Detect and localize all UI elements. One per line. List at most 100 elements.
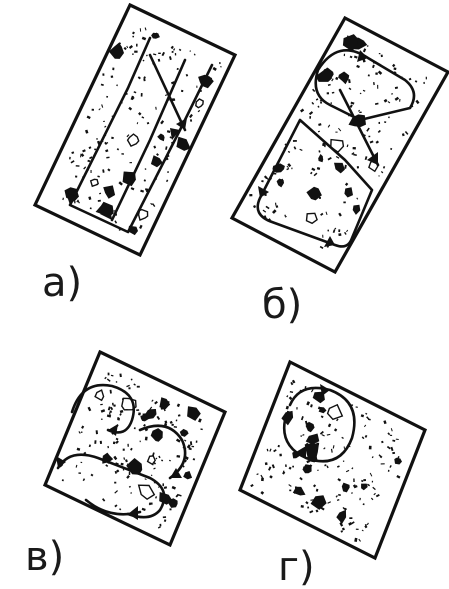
panel-a-speck bbox=[160, 120, 165, 125]
panel-b-speck bbox=[308, 111, 314, 116]
panel-v-speck bbox=[163, 519, 167, 523]
panel-a-speck bbox=[89, 156, 93, 160]
panel-a-speck bbox=[111, 136, 114, 140]
panel-b-speck bbox=[326, 92, 329, 95]
panel-b-speck bbox=[299, 148, 303, 151]
panel-v-speck bbox=[94, 440, 97, 444]
panel-a-grain bbox=[89, 178, 100, 188]
panel-b-speck bbox=[367, 74, 370, 77]
panel-b-speck bbox=[284, 215, 287, 218]
panel-b-speck bbox=[313, 172, 318, 177]
panel-g-speck bbox=[342, 460, 345, 462]
panel-b-speck bbox=[344, 231, 347, 235]
panel-g-speck bbox=[269, 448, 272, 452]
panel-b-arrowhead-2 bbox=[357, 50, 368, 62]
panel-b-speck bbox=[330, 102, 332, 104]
panel-g-grain bbox=[394, 457, 402, 465]
panel-v-speck bbox=[114, 470, 118, 474]
panel-g-speck bbox=[396, 475, 401, 479]
panel-b-speck bbox=[338, 212, 342, 217]
panel-g-speck bbox=[315, 509, 319, 513]
panel-a-speck bbox=[77, 200, 80, 204]
panel-v-speck bbox=[130, 378, 133, 381]
panel-v-speck bbox=[107, 372, 110, 376]
panel-v-speck bbox=[136, 409, 140, 412]
panel-v-speck bbox=[151, 399, 154, 402]
panel-v-speck bbox=[78, 431, 81, 434]
panel-a-speck bbox=[80, 153, 85, 158]
panel-a-speck bbox=[90, 170, 92, 173]
panel-a-speck bbox=[128, 106, 133, 111]
panel-a-label: а) bbox=[42, 260, 82, 306]
panel-g-speck bbox=[324, 464, 327, 467]
panel-v-speck bbox=[156, 415, 161, 421]
panel-b-speck bbox=[311, 101, 315, 105]
panel-v-speck bbox=[114, 504, 118, 508]
panel-a-speck bbox=[102, 73, 105, 76]
panel-g-speck bbox=[283, 470, 285, 474]
panel-g-speck bbox=[389, 465, 392, 468]
panel-a-speck bbox=[141, 116, 145, 119]
panel-a-speck bbox=[96, 138, 98, 140]
panel-a-grain bbox=[150, 155, 163, 168]
panel-g-speck bbox=[271, 464, 275, 469]
panel-v-speck bbox=[110, 406, 114, 411]
panel-v-speck bbox=[175, 419, 178, 422]
panel-a-speck bbox=[212, 66, 217, 71]
panel-a-speck bbox=[106, 156, 110, 159]
panel-g-speck bbox=[368, 445, 372, 450]
panel-v-speck bbox=[109, 410, 113, 414]
panel-v-speck bbox=[163, 486, 168, 489]
panel-a-speck bbox=[138, 112, 142, 116]
panel-b-speck bbox=[322, 234, 324, 238]
panel-v-grain bbox=[137, 484, 156, 501]
panel-g-speck bbox=[370, 497, 374, 501]
panel-v-speck bbox=[176, 454, 181, 458]
panel-g-speck bbox=[266, 448, 269, 452]
panel-b-speck bbox=[331, 91, 335, 94]
panel-g-speck bbox=[335, 495, 338, 498]
panel-v-speck bbox=[149, 406, 153, 411]
panel-g-speck bbox=[381, 440, 384, 444]
panel-b-speck bbox=[377, 129, 381, 134]
panel-a-speck bbox=[132, 35, 135, 38]
panel-v-speck bbox=[126, 475, 130, 479]
panel-b-speck bbox=[300, 108, 305, 113]
panel-v-speck bbox=[99, 440, 103, 445]
panel-g-speck bbox=[364, 525, 368, 529]
panel-g-speck bbox=[341, 436, 344, 439]
panel-a-speck bbox=[104, 125, 107, 128]
panel-b-speck bbox=[315, 98, 319, 101]
panel-b-speck bbox=[377, 84, 379, 89]
panel-a-speck bbox=[180, 89, 184, 93]
panel-v-speck bbox=[198, 418, 202, 423]
panel-b-speck bbox=[425, 76, 427, 80]
panel-b-flow-diagonal bbox=[338, 88, 380, 167]
panel-b-speck bbox=[377, 70, 383, 75]
panel-b-speck bbox=[423, 81, 425, 84]
panel-g-speck bbox=[306, 401, 311, 406]
panel-g-speck bbox=[351, 492, 353, 494]
panel-v-speck bbox=[80, 431, 83, 433]
panel-g-speck bbox=[327, 423, 332, 428]
panel-b-speck bbox=[317, 105, 320, 108]
panel-v-speck bbox=[128, 471, 131, 475]
panel-v-speck bbox=[76, 447, 81, 451]
panel-a-speck bbox=[136, 43, 138, 47]
panel-a-speck bbox=[69, 156, 71, 160]
panel-v-speck bbox=[82, 478, 86, 482]
panel-v-arrowhead-4 bbox=[56, 456, 66, 468]
panel-b-speck bbox=[335, 156, 340, 159]
panel-g-label: г) bbox=[278, 544, 315, 589]
panel-a-speck bbox=[87, 159, 91, 163]
panel-a-grain bbox=[157, 133, 165, 142]
panel-g-speck bbox=[348, 522, 353, 526]
panel-g-speck bbox=[268, 466, 272, 471]
panel-a-speck bbox=[140, 93, 143, 97]
panel-a-speck bbox=[128, 45, 133, 49]
panel-a-speck bbox=[89, 207, 92, 210]
panel-b-speck bbox=[309, 116, 312, 119]
panel-g-speck bbox=[310, 404, 313, 408]
panel-g-arrowhead-2 bbox=[320, 384, 330, 396]
